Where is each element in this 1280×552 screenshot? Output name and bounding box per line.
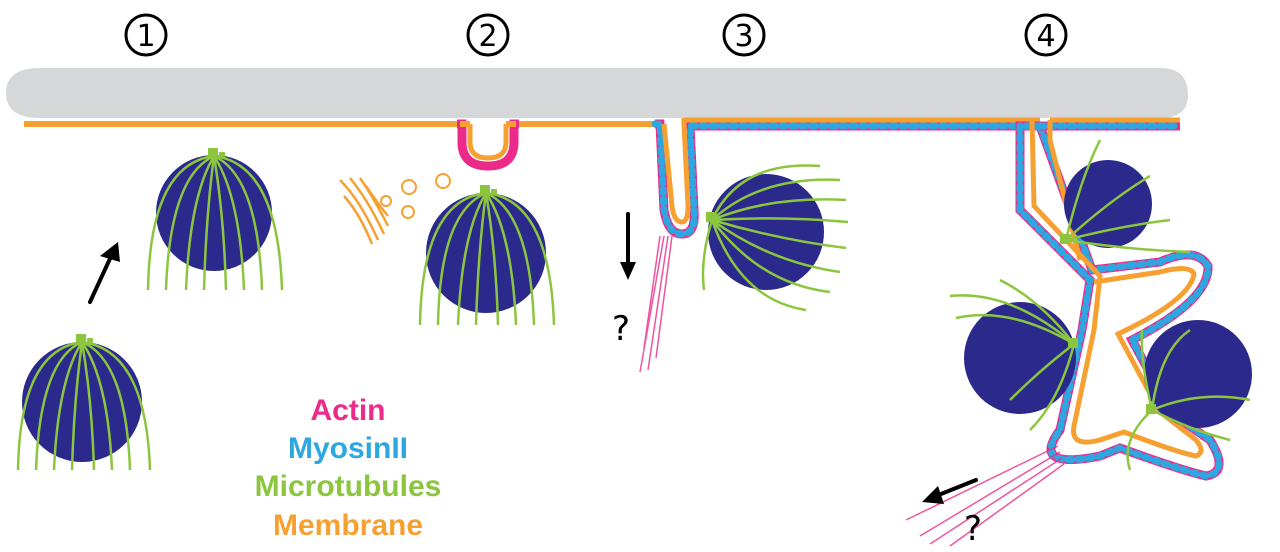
nucleus-with-microtubules xyxy=(1060,139,1191,254)
embryo-cortex xyxy=(6,68,1188,118)
svg-text:2: 2 xyxy=(478,19,497,54)
step-label-3: 3 xyxy=(722,13,766,57)
step-label-2: 2 xyxy=(466,13,510,57)
arrow-icon xyxy=(922,478,978,504)
question-mark: ? xyxy=(612,309,630,349)
arrow-icon xyxy=(88,242,120,304)
nucleus-with-microtubules xyxy=(16,334,152,471)
vesicle-icon xyxy=(380,173,451,219)
nucleus-with-microtubules xyxy=(701,164,849,312)
step-1-group xyxy=(16,148,284,471)
actin-filaments xyxy=(905,445,1065,547)
svg-text:3: 3 xyxy=(734,19,753,54)
step-4-group: ? xyxy=(905,117,1252,549)
step-2-group xyxy=(339,119,556,326)
svg-text:1: 1 xyxy=(136,19,155,54)
step-label-1: 1 xyxy=(124,13,168,57)
actin-filaments xyxy=(639,235,673,373)
nucleus-with-microtubules xyxy=(1126,320,1252,471)
legend-item-microtubules: Microtubules xyxy=(255,470,442,503)
furrow-membrane xyxy=(661,118,691,225)
step-label-4: 4 xyxy=(1024,13,1068,57)
arrow-icon xyxy=(620,212,636,280)
nucleus-with-microtubules xyxy=(418,185,556,326)
furrow-myosin xyxy=(1016,122,1223,480)
nucleus-with-microtubules xyxy=(949,278,1078,431)
legend: Actin MyosinII Microtubules Membrane xyxy=(255,394,442,542)
golgi-icon xyxy=(339,177,390,245)
furrow-membrane xyxy=(1029,119,1204,459)
question-mark: ? xyxy=(964,509,982,549)
furrow-myosin xyxy=(651,120,1044,238)
legend-item-membrane: Membrane xyxy=(273,509,423,542)
step-3-group: ? xyxy=(612,117,1044,373)
membrane-invagination-inner xyxy=(467,124,509,161)
membrane-invagination xyxy=(457,119,519,171)
legend-item-myosin: MyosinII xyxy=(288,432,408,465)
legend-item-actin: Actin xyxy=(311,394,386,427)
svg-text:4: 4 xyxy=(1036,19,1055,54)
nucleus-with-microtubules xyxy=(146,148,284,291)
